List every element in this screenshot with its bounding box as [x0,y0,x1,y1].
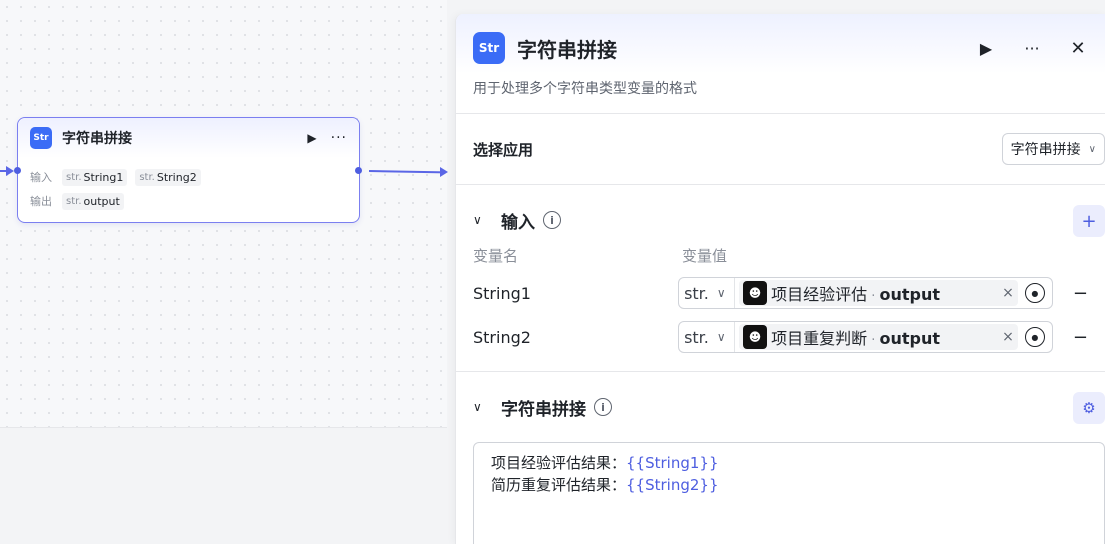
input-name: String2 [156,170,197,184]
add-variable-button[interactable]: + [1073,205,1105,237]
settings-button[interactable]: ⚙ [1073,392,1105,424]
variable-value-field[interactable]: str. ∨ ☻ 项目重复判断 · output × ● [678,321,1053,353]
template-variable: {{String2}} [626,475,719,494]
ref-field-name: output [879,329,941,348]
panel-description: 用于处理多个字符串类型变量的格式 [473,81,697,97]
node-output-tag: str.output [62,192,124,210]
panel-title: 字符串拼接 [517,37,617,62]
node-run-icon[interactable]: ▶ [307,131,317,145]
node-input-tag: str.String1 [62,168,128,186]
info-icon[interactable]: i [594,398,612,416]
col-header-value: 变量值 [682,247,728,265]
variable-reference[interactable]: ☻ 项目重复判断 · output × [739,324,1018,350]
collapse-chevron-icon[interactable]: ∨ [473,400,482,414]
type-value: str. [684,283,709,303]
node-reference-icon: ☻ [743,325,768,349]
variable-name: String2 [473,327,531,347]
node-config-panel: Str 字符串拼接 ▶ ··· ✕ 用于处理多个字符串类型变量的格式 选择应用 … [455,14,1105,544]
node-output-port[interactable] [355,167,362,174]
col-header-name: 变量名 [473,247,519,265]
gear-icon: ⚙ [1082,399,1096,417]
template-text: 简历重复评估结果： [491,475,627,494]
node-input-port[interactable] [14,167,21,174]
variable-reference[interactable]: ☻ 项目经验评估 · output × [739,280,1018,306]
incoming-edge [0,170,8,172]
close-icon[interactable]: ✕ [1070,37,1086,59]
variable-picker-icon[interactable]: ● [1024,327,1045,347]
node-input-tag: str.String2 [135,168,201,186]
select-app-label: 选择应用 [473,140,534,159]
collapse-chevron-icon[interactable]: ∨ [473,213,482,227]
concat-section: ∨ 字符串拼接 i ⚙ 项目经验评估结果：{{String1}} 简历重复评估结… [456,372,1105,544]
panel-header: Str 字符串拼接 ▶ ··· ✕ 用于处理多个字符串类型变量的格式 [456,14,1105,114]
clear-reference-icon[interactable]: × [1002,285,1014,301]
type-prefix: str. [66,195,82,207]
app-select[interactable]: 字符串拼接 ∨ [1001,133,1105,165]
clear-reference-icon[interactable]: × [1002,329,1014,345]
concat-section-title: 字符串拼接 [501,399,586,420]
chevron-down-icon: ∨ [1088,143,1096,155]
concat-template-editor[interactable]: 项目经验评估结果：{{String1}} 简历重复评估结果：{{String2}… [473,442,1105,544]
app-select-value: 字符串拼接 [1010,142,1081,158]
variable-picker-icon[interactable]: ● [1024,283,1045,303]
chevron-down-icon: ∨ [716,286,726,300]
string-concat-node[interactable]: Str 字符串拼接 ▶ ··· 输入 str.String1 str.Strin… [17,117,360,223]
remove-variable-button[interactable]: − [1072,326,1088,348]
node-title: 字符串拼接 [62,131,132,147]
output-name: output [83,194,120,208]
template-text: 项目经验评估结果： [491,454,627,472]
ref-separator: · [867,289,880,304]
input-section-title: 输入 [501,212,535,233]
node-inputs-row: 输入 str.String1 str.String2 [18,165,359,189]
input-section: ∨ 输入 i + 变量名 变量值 String1 str. ∨ ☻ 项目经验评估 … [456,185,1105,372]
outgoing-edge-arrow [440,167,448,177]
node-more-icon[interactable]: ··· [330,130,347,146]
remove-variable-button[interactable]: − [1072,282,1088,304]
variable-row: String1 str. ∨ ☻ 项目经验评估 · output × ● − [473,271,1088,315]
node-reference-icon: ☻ [743,281,768,305]
type-prefix: str. [66,171,82,183]
type-select[interactable]: str. ∨ [679,322,736,352]
info-icon[interactable]: i [543,211,561,229]
node-output-label: 输出 [30,195,52,208]
input-name: String1 [83,170,124,184]
ref-node-name: 项目经验评估 [771,285,868,304]
node-outputs-row: 输出 str.output [18,189,359,213]
variable-name: String1 [473,283,531,303]
template-variable: {{String1}} [626,454,719,472]
plus-icon: + [1081,210,1097,232]
chevron-down-icon: ∨ [716,330,726,344]
variable-row: String2 str. ∨ ☻ 项目重复判断 · output × ● − [473,315,1088,359]
template-line: 项目经验评估结果：{{String1}} [491,453,1087,475]
canvas-footer-area [0,436,455,544]
type-value: str. [684,327,709,347]
more-icon[interactable]: ··· [1024,38,1040,58]
type-prefix: str. [139,171,155,183]
string-node-icon: Str [30,127,52,149]
variable-value-field[interactable]: str. ∨ ☻ 项目经验评估 · output × ● [678,277,1053,309]
ref-separator: · [867,333,880,348]
select-app-section: 选择应用 字符串拼接 ∨ [456,114,1105,185]
ref-node-name: 项目重复判断 [771,329,868,348]
node-input-label: 输入 [30,171,52,184]
node-header: Str 字符串拼接 ▶ ··· [18,118,359,158]
run-icon[interactable]: ▶ [979,38,993,58]
ref-field-name: output [879,285,941,304]
type-select[interactable]: str. ∨ [679,278,736,308]
incoming-edge-arrow [6,166,14,176]
string-node-icon: Str [473,32,505,64]
template-line: 简历重复评估结果：{{String2}} [491,475,1087,497]
